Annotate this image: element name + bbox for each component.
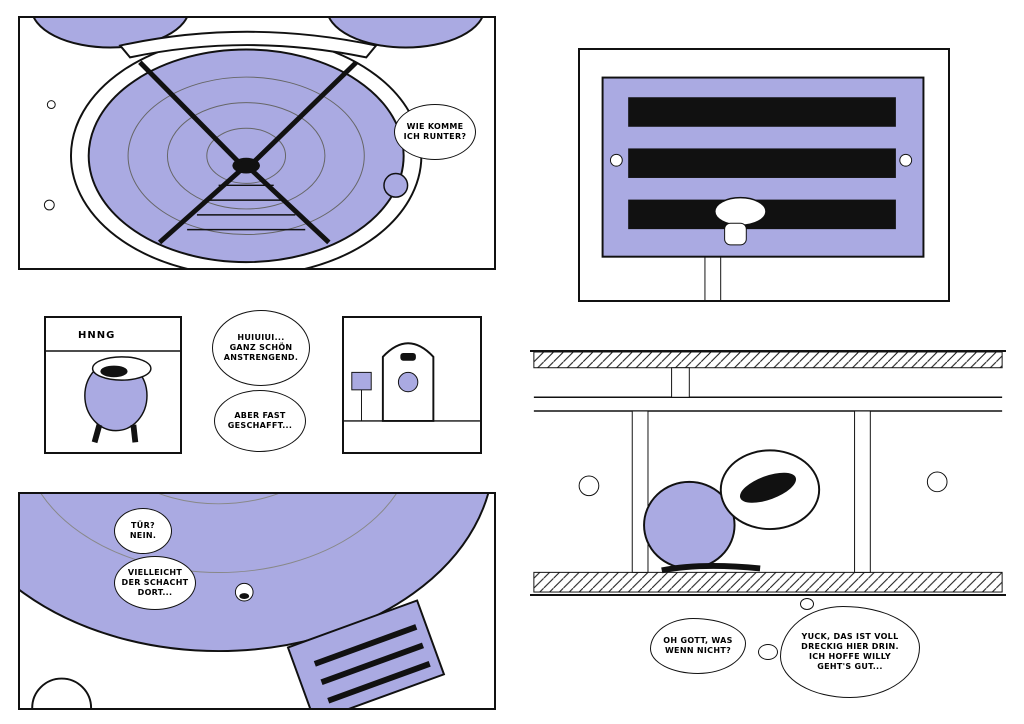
panel-door <box>342 316 482 454</box>
floor-illustration <box>20 494 489 708</box>
character-climbing <box>46 350 180 444</box>
speech-bubble-2: VIELLEICHT DER SCHACHT DORT... <box>114 556 196 610</box>
thought-trail-dot <box>800 598 814 610</box>
vent-illustration <box>601 76 925 300</box>
thought-trail-dot <box>758 644 778 660</box>
panel-vent-crawl <box>530 350 1006 596</box>
thought-bubble-2: YUCK, DAS IST VOLL DRECKIG HIER DRIN. IC… <box>780 606 920 698</box>
door-illustration <box>344 342 480 422</box>
vent-crawl-illustration <box>533 352 1003 593</box>
shaft-illustration <box>33 18 483 268</box>
thought-bubble-1: OH GOTT, WAS WENN NICHT? <box>650 618 746 674</box>
panel-floor: TÜR? NEIN. VIELLEICHT DER SCHACHT DORT..… <box>18 492 496 710</box>
speech-bubble-2: ABER FAST GESCHAFFT... <box>214 390 306 452</box>
sound-effect: HNNG <box>78 330 116 341</box>
speech-bubble-1: TÜR? NEIN. <box>114 508 172 554</box>
panel-climbing: HNNG <box>44 316 182 454</box>
speech-bubble: WIE KOMME ICH RUNTER? <box>394 104 476 160</box>
panel-shaft-top: WIE KOMME ICH RUNTER? <box>18 16 496 270</box>
speech-bubble-1: HUIUIUI... GANZ SCHÖN ANSTRENGEND. <box>212 310 310 386</box>
panel-vent-grate <box>578 48 950 302</box>
